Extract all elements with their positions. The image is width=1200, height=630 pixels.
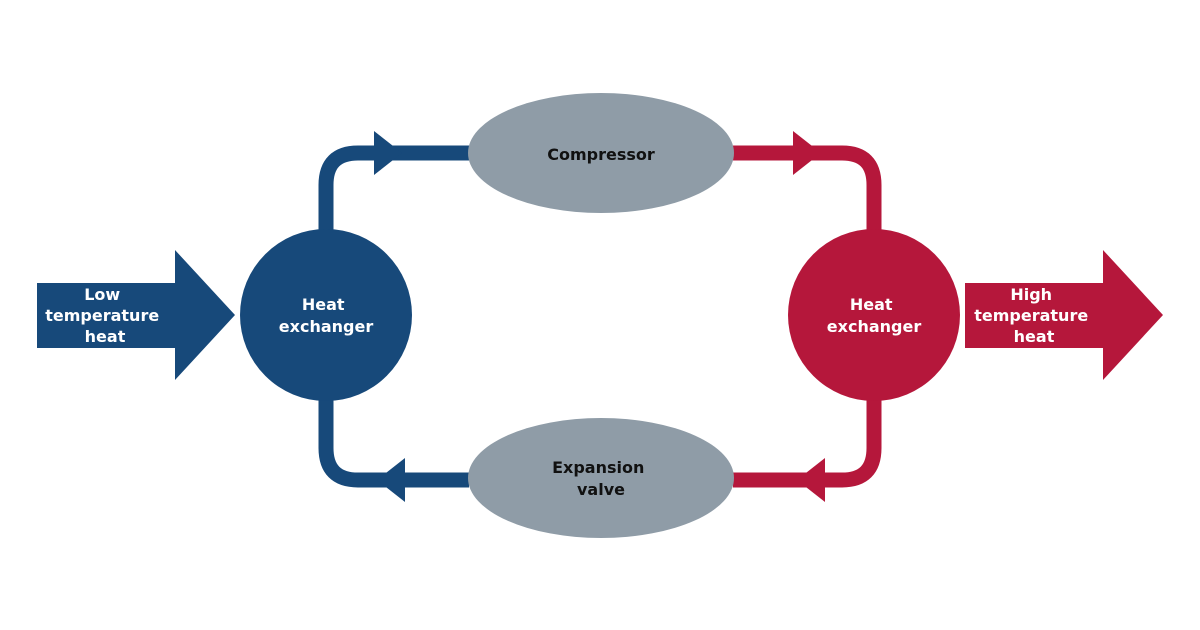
compressor-label: Compressor xyxy=(547,145,655,164)
cold-loop-pipe xyxy=(318,145,469,488)
evaporator-heat-exchanger xyxy=(240,229,412,401)
condenser-label: Heat exchanger xyxy=(827,295,922,336)
output-heat-arrow xyxy=(965,250,1163,380)
output-heat-label: High temperature heat xyxy=(974,285,1094,346)
hot-loop-pipe xyxy=(733,145,882,488)
hot-flow-arrow-top xyxy=(793,131,821,175)
evaporator-label: Heat exchanger xyxy=(279,295,374,336)
hot-flow-arrow-bottom xyxy=(797,458,825,502)
expansion-valve-label: Expansion valve xyxy=(552,458,650,499)
input-heat-label: Low temperature heat xyxy=(45,285,165,346)
cold-flow-arrow-bottom xyxy=(377,458,405,502)
cold-flow-arrow-top xyxy=(374,131,402,175)
input-heat-arrow xyxy=(37,250,235,380)
condenser-heat-exchanger xyxy=(788,229,960,401)
compressor xyxy=(468,93,734,213)
expansion-valve xyxy=(468,418,734,538)
